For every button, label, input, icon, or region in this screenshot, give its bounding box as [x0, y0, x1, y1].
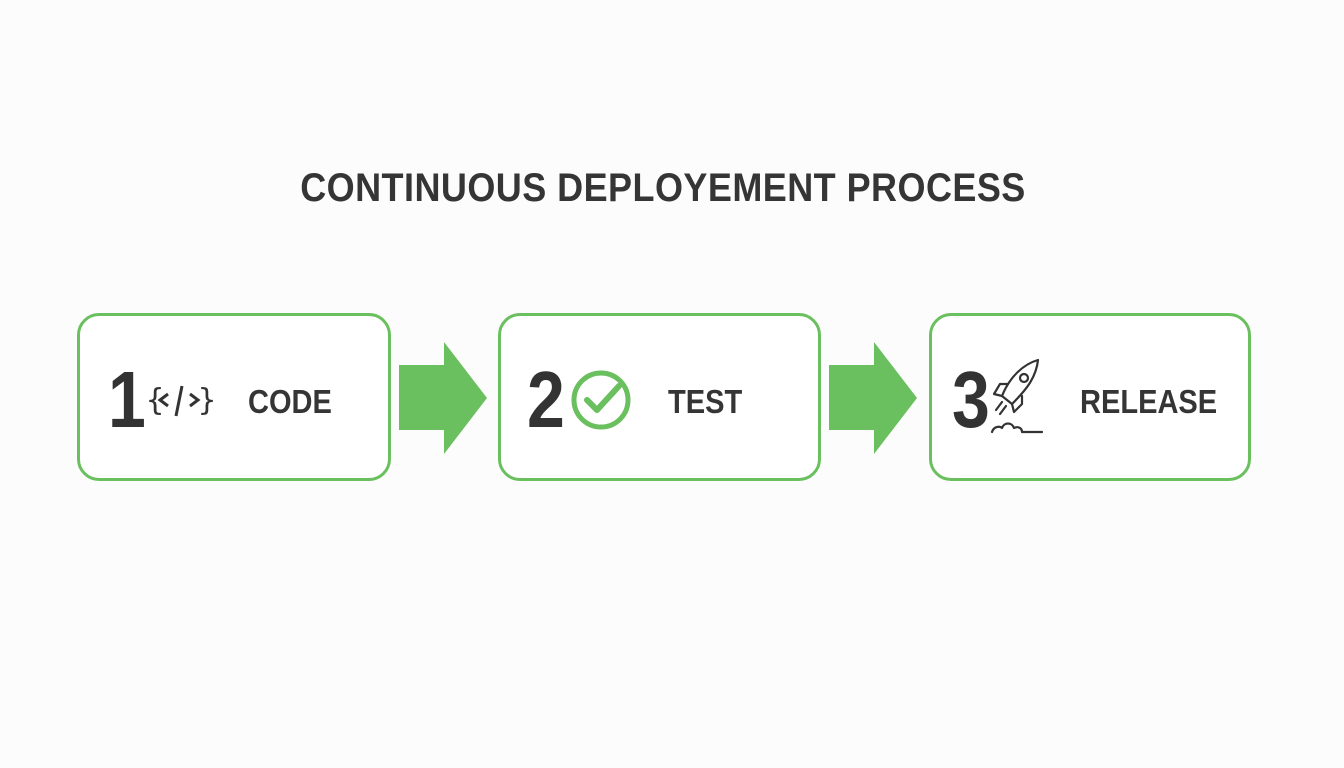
arrow-right-icon	[829, 342, 917, 454]
step-number: 2	[527, 355, 565, 444]
arrow-right-icon	[399, 342, 487, 454]
step-number: 3	[952, 355, 990, 444]
step-number: 1	[108, 355, 146, 444]
svg-text:}: }	[198, 383, 216, 418]
step-release: 3 RELEASE	[929, 313, 1251, 481]
step-label: RELEASE	[1080, 383, 1218, 420]
check-circle-icon	[571, 370, 631, 430]
step-label: CODE	[248, 383, 332, 420]
step-label: TEST	[668, 383, 743, 420]
step-code: 1 { } CODE	[77, 313, 391, 481]
diagram-title: CONTINUOUS DEPLOYEMENT PROCESS	[300, 166, 1026, 210]
svg-text:{: {	[146, 383, 164, 418]
step-test: 2 TEST	[498, 313, 821, 481]
code-icon: { }	[146, 383, 216, 418]
rocket-icon	[990, 358, 1044, 434]
